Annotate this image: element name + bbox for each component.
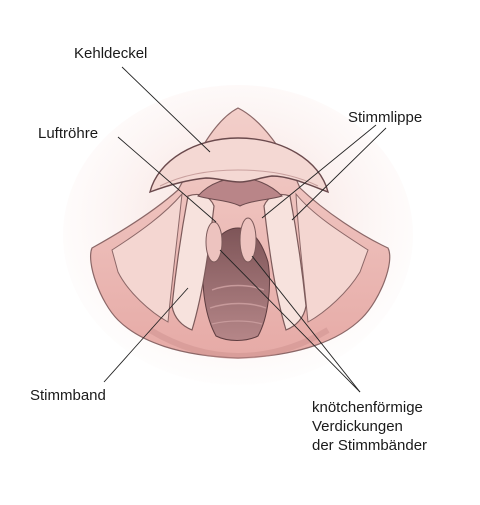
- lower-rim: [148, 327, 330, 360]
- left-fold: [111, 192, 183, 323]
- label-stimmband: Stimmband: [30, 387, 106, 404]
- right-fold: [295, 192, 369, 323]
- trachea-ring: [209, 302, 267, 309]
- label-luftroehre: Luftröhre: [38, 125, 99, 142]
- trachea-ring: [211, 320, 263, 325]
- epiglottis-edge: [159, 169, 319, 187]
- trachea-ring: [211, 284, 265, 291]
- leader-line-stimmband: [103, 287, 189, 383]
- leader-line-stimmlippe-a: [261, 124, 377, 219]
- label-stimmlippe: Stimmlippe: [348, 109, 423, 126]
- left-nodule: [205, 221, 223, 263]
- label-knoetchen-line-2: Verdickungen: [312, 418, 403, 435]
- epiglottis: [148, 137, 330, 194]
- label-knoetchen-line-3: der Stimmbänder: [312, 437, 428, 454]
- right-vocal-fold: [263, 193, 307, 331]
- label-knoetchen-line-1: knötchenförmige: [312, 399, 423, 416]
- left-vocal-fold: [171, 193, 215, 331]
- leader-line-knoetchen-a: [219, 249, 361, 393]
- leader-line-stimmlippe-b: [291, 127, 387, 221]
- right-nodule: [239, 217, 257, 263]
- leader-line-luftroehre: [117, 136, 217, 223]
- leader-line-kehldeckel: [121, 66, 211, 153]
- label-kehldeckel: Kehldeckel: [74, 45, 148, 62]
- label-knoetchen: knötchenförmige Verdickungen der Stimmbä…: [312, 398, 472, 455]
- leader-line-knoetchen-b: [251, 255, 361, 393]
